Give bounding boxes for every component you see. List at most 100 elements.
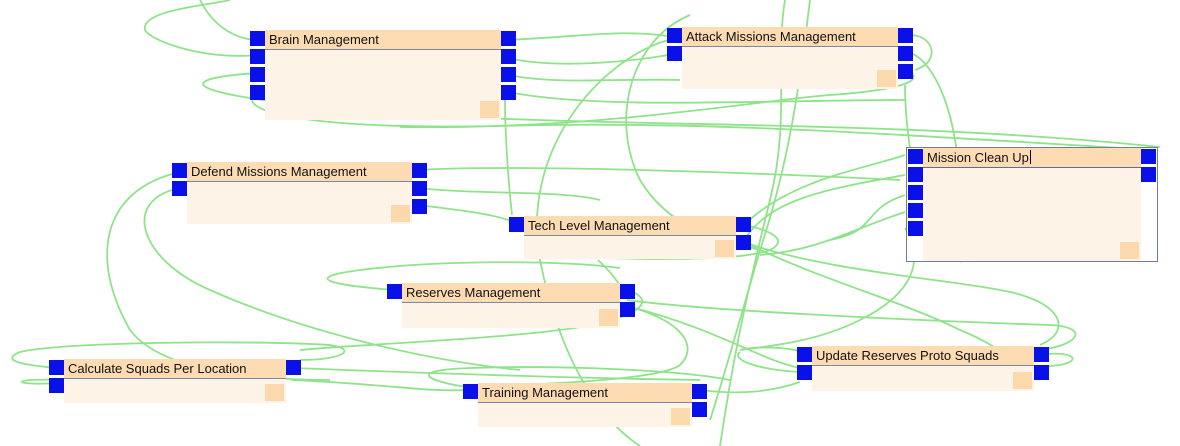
input-port[interactable] (797, 365, 812, 380)
output-port[interactable] (412, 199, 427, 214)
node-body (682, 47, 898, 89)
node-body (187, 182, 412, 224)
output-port[interactable] (692, 384, 707, 399)
output-port[interactable] (1141, 149, 1156, 164)
resize-handle[interactable] (265, 384, 284, 401)
node-body (265, 50, 501, 120)
wire (507, 74, 681, 82)
node-tech-level-management[interactable]: Tech Level Management (524, 216, 736, 259)
wire (417, 167, 901, 181)
output-port[interactable] (501, 31, 516, 46)
resize-handle[interactable] (480, 101, 499, 118)
wire (507, 32, 669, 41)
input-port[interactable] (667, 28, 682, 43)
wire (507, 54, 669, 65)
wire (507, 91, 906, 104)
input-port[interactable] (172, 181, 187, 196)
resize-handle[interactable] (715, 240, 734, 257)
input-port[interactable] (908, 185, 923, 200)
input-port[interactable] (797, 347, 812, 362)
node-title-text: Mission Clean Up (927, 150, 1029, 165)
resize-handle[interactable] (877, 70, 896, 87)
input-port[interactable] (49, 360, 64, 375)
wire (417, 204, 513, 223)
wire (291, 379, 473, 392)
wire (11, 341, 346, 369)
node-brain-management[interactable]: Brain Management (265, 30, 501, 120)
input-port[interactable] (509, 217, 524, 232)
output-port[interactable] (1141, 167, 1156, 182)
node-defend-missions-management[interactable]: Defend Missions Management (187, 162, 412, 224)
node-reserves-management[interactable]: Reserves Management (402, 283, 620, 328)
node-title: Update Reserves Proto Squads (812, 346, 1034, 366)
wire (626, 299, 1077, 351)
wire (743, 174, 906, 241)
node-title: Training Management (478, 383, 692, 403)
text-cursor (1029, 150, 1031, 164)
output-port[interactable] (620, 284, 635, 299)
input-port[interactable] (908, 221, 923, 236)
wire (291, 367, 701, 381)
node-body (402, 303, 620, 328)
node-title: Calculate Squads Per Location (64, 359, 286, 379)
node-training-management[interactable]: Training Management (478, 383, 692, 427)
wire (699, 381, 801, 394)
wire (626, 305, 801, 369)
output-port[interactable] (620, 302, 635, 317)
output-port[interactable] (736, 235, 751, 250)
node-title[interactable]: Mission Clean Up (923, 148, 1141, 168)
wire (428, 366, 731, 389)
node-body (812, 366, 1034, 391)
output-port[interactable] (1034, 347, 1049, 362)
output-port[interactable] (898, 64, 913, 79)
input-port[interactable] (908, 149, 923, 164)
wire (326, 261, 621, 291)
node-attack-missions-management[interactable]: Attack Missions Management (682, 27, 898, 89)
node-mission-clean-up[interactable]: Mission Clean Up (906, 147, 1158, 262)
output-port[interactable] (898, 28, 913, 43)
output-port[interactable] (412, 181, 427, 196)
node-title: Tech Level Management (524, 216, 736, 236)
node-body (64, 379, 286, 403)
wire (299, 289, 643, 351)
input-port[interactable] (463, 384, 478, 399)
output-port[interactable] (501, 67, 516, 82)
resize-handle[interactable] (599, 309, 618, 326)
wire (829, 194, 906, 241)
input-port[interactable] (667, 46, 682, 61)
input-port[interactable] (908, 203, 923, 218)
resize-handle[interactable] (1013, 372, 1032, 389)
input-port[interactable] (908, 167, 923, 182)
input-port[interactable] (49, 378, 64, 393)
wire (737, 351, 801, 373)
output-port[interactable] (898, 46, 913, 61)
output-port[interactable] (736, 217, 751, 232)
node-update-reserves-proto-squads[interactable]: Update Reserves Proto Squads (812, 346, 1034, 391)
output-port[interactable] (412, 163, 427, 178)
resize-handle[interactable] (391, 205, 410, 222)
resize-handle[interactable] (671, 408, 690, 425)
node-calculate-squads-per-location[interactable]: Calculate Squads Per Location (64, 359, 286, 403)
wire (759, 211, 906, 256)
input-port[interactable] (250, 85, 265, 100)
resize-handle[interactable] (1120, 242, 1139, 259)
input-port[interactable] (250, 31, 265, 46)
wire (399, 69, 915, 129)
node-title: Brain Management (265, 30, 501, 50)
wire (417, 187, 601, 201)
node-title: Attack Missions Management (682, 27, 898, 47)
wire (143, 187, 521, 371)
output-port[interactable] (1034, 365, 1049, 380)
output-port[interactable] (692, 402, 707, 417)
node-title: Defend Missions Management (187, 162, 412, 182)
output-port[interactable] (501, 49, 516, 64)
output-port[interactable] (286, 360, 301, 375)
input-port[interactable] (387, 284, 402, 299)
input-port[interactable] (172, 163, 187, 178)
wire (743, 241, 1060, 346)
wire (739, 227, 916, 351)
node-title: Reserves Management (402, 283, 620, 303)
output-port[interactable] (501, 85, 516, 100)
input-port[interactable] (250, 67, 265, 82)
input-port[interactable] (250, 49, 265, 64)
